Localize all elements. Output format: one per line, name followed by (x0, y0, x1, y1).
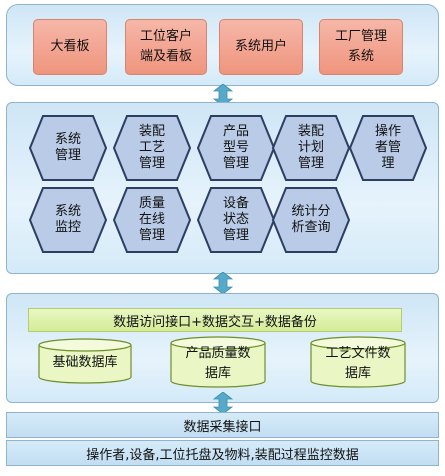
function-module-panel: 系统 管理 装配 工艺 管理 产品 型号 管理 装配 计划 管理 操作 者管 理… (6, 102, 439, 274)
database-label: 工艺文件数 据库 (325, 346, 391, 381)
module-equipment-status: 设备 状态 管理 (197, 187, 275, 253)
connector-arrow-2 (212, 272, 234, 294)
database-product-quality: 产品质量数 据库 (170, 336, 266, 388)
module-statistics-query: 统计分 析查询 (272, 187, 350, 253)
presentation-layer-panel: 大看板 工位客户 端及看板 系统用户 工厂管理 系统 (6, 4, 439, 86)
data-source-bar: 操作者,设备,工位托盘及物料,装配过程监控数据 (6, 440, 439, 466)
database-label: 基础数据库 (52, 355, 118, 370)
data-source-label: 操作者,设备,工位托盘及物料,装配过程监控数据 (86, 447, 359, 463)
database-label: 产品质量数 据库 (185, 346, 251, 381)
connector-arrow-3 (212, 392, 234, 414)
factory-management-box: 工厂管理 系统 (319, 19, 403, 75)
database-basic: 基础数据库 (38, 338, 132, 384)
module-label: 系统 管理 (54, 132, 81, 163)
dashboard-box: 大看板 (33, 19, 107, 75)
module-product-model: 产品 型号 管理 (197, 115, 275, 181)
module-label: 产品 型号 管理 (222, 124, 249, 171)
data-interface-bar: 数据访问接口+数据交互+数据备份 (28, 308, 402, 332)
data-collection-interface-bar: 数据采集接口 (6, 412, 439, 438)
workstation-client-box: 工位客户 端及看板 (125, 19, 207, 75)
module-quality-online: 质量 在线 管理 (113, 187, 191, 253)
module-system-management: 系统 管理 (29, 115, 107, 181)
module-assembly-process: 装配 工艺 管理 (113, 115, 191, 181)
module-label: 统计分 析查询 (291, 204, 331, 235)
database-process-files: 工艺文件数 据库 (310, 336, 406, 388)
module-label: 设备 状态 管理 (222, 196, 249, 243)
module-label: 装配 工艺 管理 (138, 124, 165, 171)
module-label: 质量 在线 管理 (138, 196, 165, 243)
system-user-box: 系统用户 (219, 19, 303, 75)
module-label: 操作 者管 理 (374, 124, 401, 171)
module-operator-management: 操作 者管 理 (349, 115, 427, 181)
module-label: 装配 计划 管理 (297, 124, 324, 171)
module-label: 系统 监控 (54, 204, 81, 235)
module-system-monitoring: 系统 监控 (29, 187, 107, 253)
data-collection-label: 数据采集接口 (183, 419, 262, 435)
module-assembly-plan: 装配 计划 管理 (272, 115, 350, 181)
connector-arrow-1 (212, 84, 234, 106)
